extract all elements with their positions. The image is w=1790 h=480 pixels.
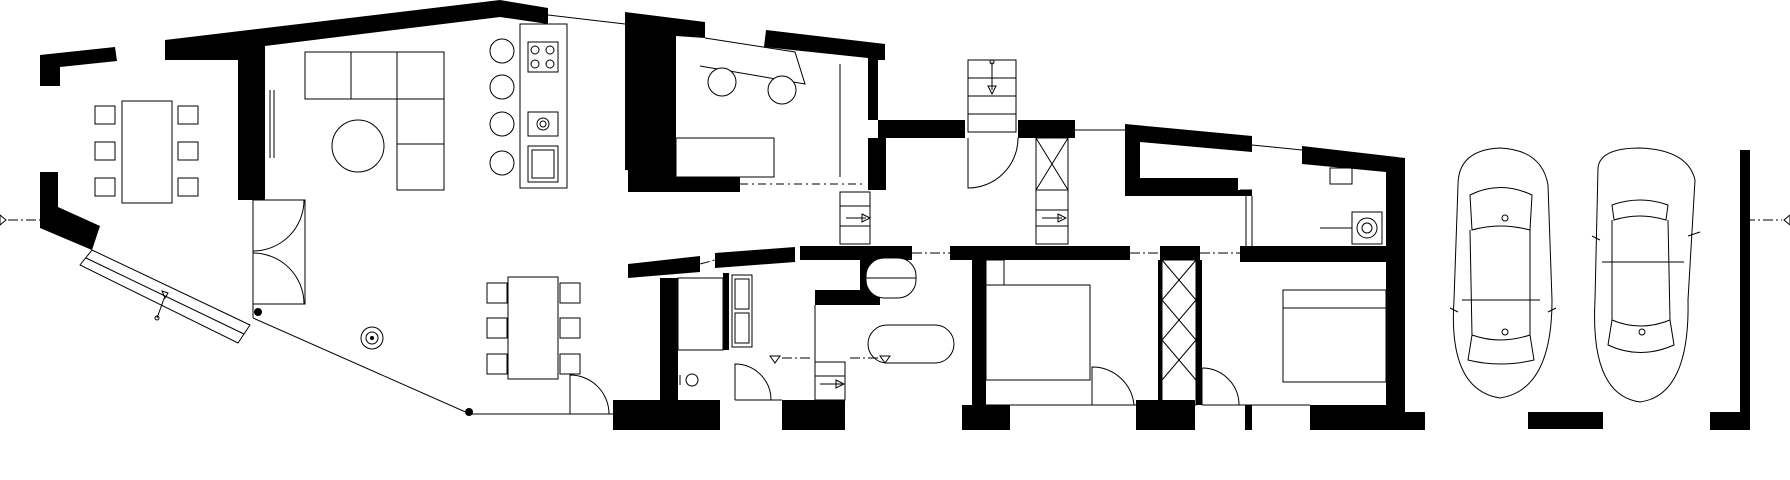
walls-bathroom-top [625, 12, 885, 192]
corridor-wall [628, 246, 1240, 278]
car-right [1591, 147, 1701, 403]
bathroom-top-fixtures [627, 37, 862, 185]
kitchen-counter [519, 23, 568, 189]
sliding-door-marker [269, 90, 275, 158]
walls-bathroom-bottom [613, 260, 880, 430]
washing-machine [1320, 167, 1383, 245]
exterior-wall-living [165, 0, 548, 200]
column-point [465, 408, 473, 416]
bar-stools [489, 38, 515, 176]
section-marker-left [0, 214, 40, 226]
sofa [304, 51, 445, 191]
exterior-wall-dining-nook [40, 47, 117, 250]
section-marker-inner [769, 355, 891, 364]
stair-middle [1035, 137, 1069, 245]
door-swing-stair [967, 137, 1019, 189]
car-left [1449, 147, 1557, 399]
closet [1161, 259, 1202, 406]
dining-table-large [486, 276, 581, 380]
bedroom-2-furniture [1201, 289, 1387, 430]
walls-storage [1125, 124, 1405, 262]
carport-walls [1528, 150, 1750, 430]
stair-left [839, 191, 872, 245]
door-swing-living [569, 374, 610, 415]
stair-core-walls [868, 120, 1075, 190]
coffee-table [331, 119, 385, 173]
entry-double-door [252, 199, 306, 316]
exterior-stair-ramp [79, 249, 251, 344]
section-marker-right [1745, 214, 1790, 226]
walls-bedroom-2 [1310, 262, 1425, 430]
bathroom-bottom-fixtures [677, 257, 955, 401]
floor-lamp [360, 326, 384, 350]
bedroom-1-furniture [985, 259, 1136, 406]
dining-table-small [94, 100, 199, 204]
storage-outline [1075, 129, 1303, 246]
stair-top [967, 59, 1017, 133]
